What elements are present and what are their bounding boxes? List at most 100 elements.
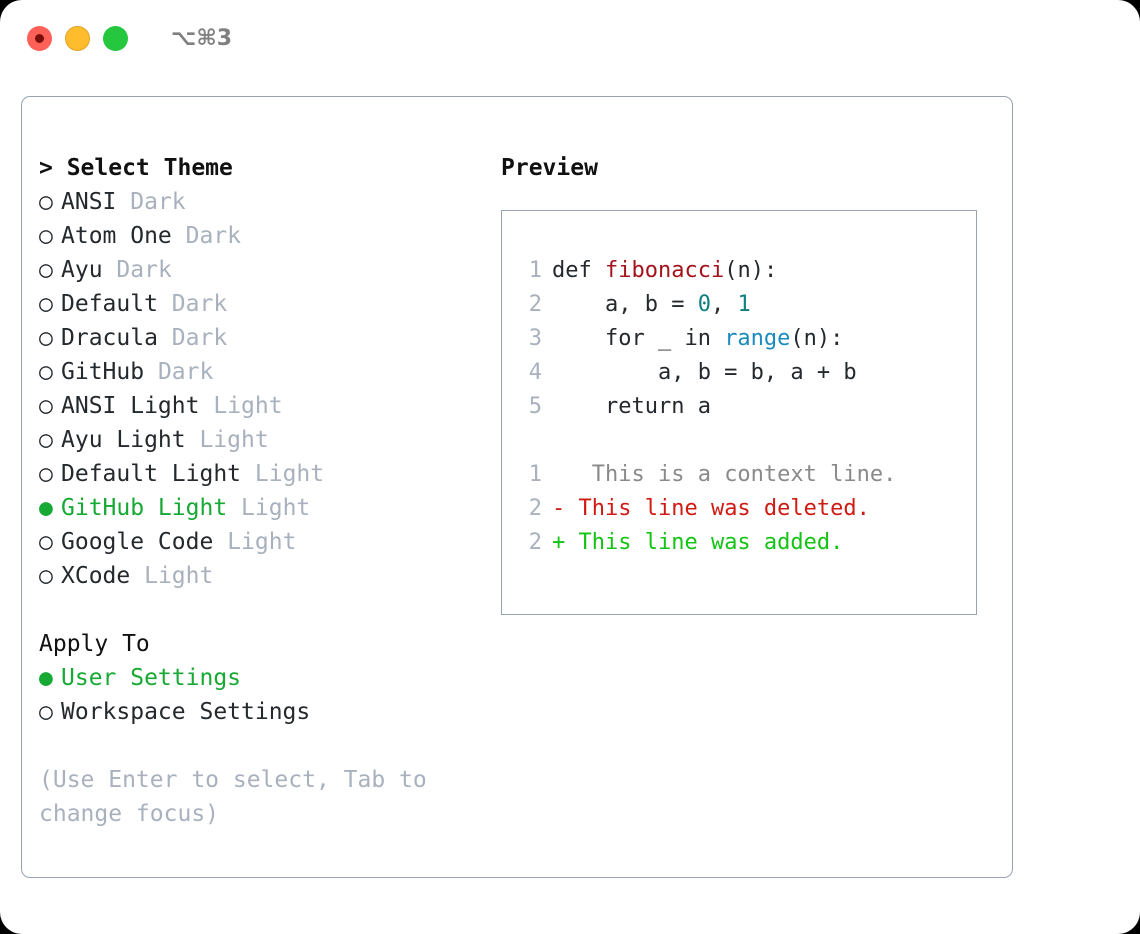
theme-list: ○ANSI Dark○Atom One Dark○Ayu Dark○Defaul… [39,185,494,593]
theme-option-variant-tag: Light [144,563,214,589]
code-line-number: 4 [528,360,542,385]
code-token-plain: a, b = b, a + b [552,360,857,385]
theme-option-variant-tag: Light [213,393,283,419]
code-token-num: 1 [737,292,751,317]
apply-to-option-row[interactable]: ○ Workspace Settings [39,695,494,729]
radio-unselected-icon[interactable]: ○ [39,223,53,249]
theme-option-row[interactable]: ○ Ayu Dark [39,253,494,287]
theme-option-variant-tag: Dark [157,359,214,385]
radio-unselected-icon[interactable]: ○ [39,291,53,317]
theme-option-variant-tag: Light [199,427,269,453]
theme-option-variant-tag: Dark [130,189,186,215]
theme-option-row[interactable]: ○ Google Code Light [39,525,494,559]
radio-unselected-icon[interactable]: ○ [39,393,53,419]
maximize-icon[interactable] [103,25,128,51]
theme-option-variant-tag: Light [254,461,325,487]
code-token-plain: (n): [790,326,844,351]
radio-unselected-icon[interactable]: ○ [39,257,53,283]
theme-option-label: GitHub [61,359,145,385]
diff-line-added: 2 + This line was added. [514,526,966,560]
code-line-number: 1 [528,258,542,283]
code-token-plain: , [710,292,738,317]
theme-option-row[interactable]: ○ANSI Dark [39,185,494,219]
radio-unselected-icon[interactable]: ○ [39,529,53,555]
theme-option-variant-tag: Light [241,495,311,521]
radio-selected-icon[interactable]: ● [39,665,53,691]
code-token-func: fibonacci [604,258,725,283]
title-bar: ⌥⌘3 [0,0,1140,76]
radio-unselected-icon[interactable]: ○ [39,563,53,589]
apply-to-option-label: User Settings [61,665,242,691]
theme-option-label: Ayu [61,257,103,283]
theme-option-row[interactable]: ●GitHub Light Light [39,491,494,525]
theme-option-variant-tag: Dark [185,223,242,249]
radio-unselected-icon[interactable]: ○ [39,189,53,215]
theme-option-label: ANSI Light [61,393,200,419]
diff-line-number: 2 [528,530,542,555]
radio-unselected-icon[interactable]: ○ [39,461,53,487]
theme-option-variant-tag: Dark [171,325,228,351]
code-line-number: 2 [528,292,542,317]
diff-line-context: 1 This is a context line. [514,458,966,492]
code-token-builtin: range [724,326,791,351]
apply-to-option-label: Workspace Settings [61,699,311,725]
radio-unselected-icon[interactable]: ○ [39,359,53,385]
theme-option-label: Default Light [61,461,242,487]
theme-option-row[interactable]: ○ Atom One Dark [39,219,494,253]
theme-option-row[interactable]: ○ ANSI Light Light [39,389,494,423]
apply-to-option-row[interactable]: ● User Settings [39,661,494,695]
diff-line-deleted: 2- This line was deleted. [514,492,966,526]
theme-option-row[interactable]: ○Default Dark [39,287,494,321]
diff-line-text: This line was deleted. [565,496,870,521]
radio-unselected-icon[interactable]: ○ [39,427,53,453]
theme-option-row[interactable]: ○ Dracula Dark [39,321,494,355]
code-line: 2 a, b = 0, 1 [514,288,966,322]
diff-line-number: 2 [528,496,542,521]
theme-option-variant-tag: Dark [171,291,228,317]
radio-unselected-icon[interactable]: ○ [39,699,53,725]
keyboard-hint: (Use Enter to select, Tab to change focu… [39,767,427,827]
code-token-plain: (n): [724,258,778,283]
code-token-plain: for _ in [552,326,725,351]
diff-line-number: 1 [528,462,542,487]
apply-to-list: ● User Settings ○ Workspace Settings [39,661,494,729]
code-line: 5 return a [514,390,966,424]
code-line-number: 5 [528,394,542,419]
minimize-icon[interactable] [65,25,90,51]
close-icon[interactable] [27,25,52,51]
diff-marker: - [552,496,566,521]
apply-to-heading: Apply To [39,631,150,657]
theme-option-row[interactable]: ○ Default Light Light [39,457,494,491]
code-token-plain: def [552,258,605,283]
theme-panel: > Select Theme ○ANSI Dark○Atom One Dark○… [39,151,494,831]
theme-option-label: XCode [61,563,131,589]
code-token-plain: return a [552,394,711,419]
diff-marker: + [552,530,566,555]
code-line: 1 def fibonacci(n): [514,254,966,288]
theme-option-row[interactable]: ○ XCode Light [39,559,494,593]
theme-option-row[interactable]: ○Ayu Light Light [39,423,494,457]
code-token-num: 0 [697,292,711,317]
theme-option-variant-tag: Light [227,529,297,555]
theme-option-variant-tag: Dark [116,257,172,283]
theme-option-row[interactable]: ○ GitHub Dark [39,355,494,389]
main-card: > Select Theme ○ANSI Dark○Atom One Dark○… [21,96,1013,878]
diff-marker [552,462,565,487]
theme-option-label: Atom One [61,223,172,249]
theme-option-label: Google Code [61,529,214,555]
diff-lines: 1 This is a context line.2- This line wa… [514,458,966,560]
theme-option-label: Dracula [61,325,158,351]
code-line: 3 for _ in range(n): [514,322,966,356]
diff-line-text: This is a context line. [565,462,897,487]
radio-selected-icon[interactable]: ● [39,495,53,521]
code-token-plain: a, b = [552,292,698,317]
code-line-number: 3 [528,326,542,351]
close-icon-dot [35,33,44,43]
diff-line-text: This line was added. [565,530,844,555]
radio-unselected-icon[interactable]: ○ [39,325,53,351]
